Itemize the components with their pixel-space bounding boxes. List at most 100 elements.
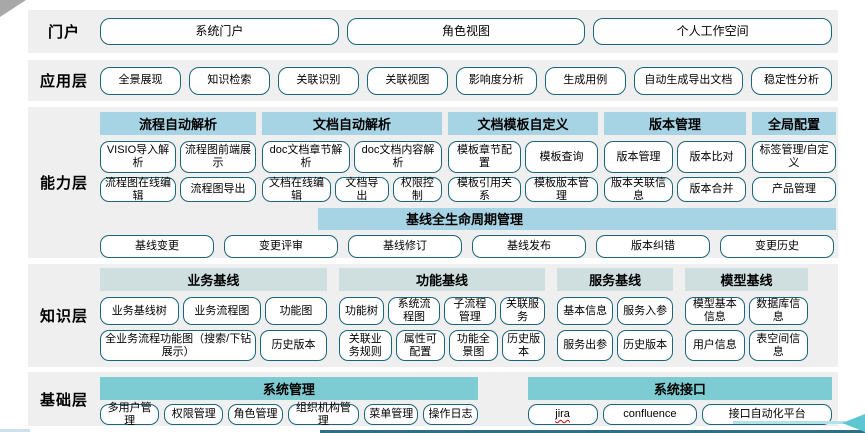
- feature-box: 表空间信息: [748, 330, 809, 361]
- feature-box: 组织机构管理: [287, 402, 360, 427]
- feature-box: 文档在线编辑: [262, 177, 331, 202]
- lifecycle-box: 基线修订: [348, 234, 462, 258]
- feature-box: 菜单管理: [364, 404, 419, 425]
- bottom-border-line: [320, 430, 865, 433]
- layer-band-knowledge: 知识层 业务基线 业务基线树 业务流程图 功能图 全业务流程功能图（搜索/下钻展…: [28, 264, 838, 367]
- feature-box: 流程图在线编辑: [100, 177, 176, 202]
- feature-box: 版本合并: [677, 177, 746, 202]
- portal-buttons: 系统门户 角色视图 个人工作空间: [100, 10, 838, 53]
- feature-box: 服务出参: [557, 330, 614, 361]
- feature-box: 属性可配置: [395, 330, 445, 361]
- feature-box: 流程图导出: [180, 177, 256, 202]
- portal-box-system-portal: 系统门户: [100, 18, 339, 45]
- group-system-mgmt: 系统管理 多用户管理 权限管理 角色管理 组织机构管理 菜单管理 操作日志: [100, 377, 478, 427]
- app-box: 稳定性分析: [751, 66, 832, 95]
- group-version-mgmt: 版本管理 版本管理 版本比对 版本关联信息 版本合并: [604, 112, 746, 202]
- feature-box: 版本关联信息: [604, 177, 673, 202]
- feature-box: 版本比对: [677, 141, 746, 173]
- interface-box-confluence: confluence: [602, 404, 698, 425]
- group-process-auto-parse: 流程自动解析 VISIO导入解析 流程图前端展示 流程图在线编辑 流程图导出: [100, 112, 256, 202]
- group-header: 版本管理: [604, 112, 746, 135]
- feature-box: 功能全景图: [448, 330, 498, 361]
- app-box: 生成用例: [544, 66, 626, 95]
- app-box: 自动生成导出文档: [633, 66, 744, 95]
- feature-box: 版本管理: [604, 141, 673, 173]
- feature-box: 模板版本管理: [525, 177, 598, 202]
- interface-box-api-automation: 接口自动化平台: [702, 404, 832, 425]
- capability-groups: 流程自动解析 VISIO导入解析 流程图前端展示 流程图在线编辑 流程图导出 文…: [100, 112, 836, 202]
- left-arrow-line: [733, 421, 845, 424]
- group-header: 文档模板自定义: [448, 112, 598, 135]
- feature-box: 模板章节配置: [448, 141, 521, 173]
- feature-box: VISIO导入解析: [100, 141, 176, 173]
- feature-box: 系统流程图: [388, 297, 440, 325]
- feature-box: 功能图: [265, 297, 327, 325]
- feature-box: 业务基线树: [100, 297, 179, 325]
- feature-box: 关联服务: [499, 297, 546, 325]
- feature-box: 子流程管理: [443, 297, 496, 325]
- feature-box: 模板查询: [525, 141, 598, 173]
- lifecycle-box: 版本纠错: [596, 234, 710, 258]
- app-box: 影响度分析: [455, 66, 537, 95]
- knowledge-groups: 业务基线 业务基线树 业务流程图 功能图 全业务流程功能图（搜索/下钻展示） 历…: [100, 268, 809, 361]
- feature-box: 多用户管理: [100, 402, 160, 427]
- feature-box: 功能树: [338, 297, 385, 325]
- group-doc-template-custom: 文档模板自定义 模板章节配置 模板查询 模板引用关系 模板版本管理: [448, 112, 598, 202]
- group-global-config: 全局配置 标签管理/自定义 产品管理: [752, 112, 836, 202]
- knowledge-content: 业务基线 业务基线树 业务流程图 功能图 全业务流程功能图（搜索/下钻展示） 历…: [100, 264, 838, 367]
- group-model-baseline: 模型基线 模型基本信息 数据库信息 用户信息 表空间信息: [685, 268, 809, 361]
- feature-box: 全业务流程功能图（搜索/下钻展示）: [100, 330, 257, 361]
- feature-box: 模型基本信息: [685, 297, 745, 325]
- feature-box: 基本信息: [557, 297, 614, 325]
- feature-box: doc文档章节解析: [262, 141, 350, 173]
- layer-label-portal: 门户: [47, 24, 80, 41]
- group-function-baseline: 功能基线 功能树 系统流程图 子流程管理 关联服务 关联业务规则 属性可配置 功…: [338, 268, 546, 361]
- lifecycle-header: 基线全生命周期管理: [318, 208, 836, 230]
- layer-label-application: 应用层: [39, 73, 88, 90]
- feature-box: 服务入参: [617, 297, 674, 325]
- feature-box: 文档导出: [334, 177, 389, 202]
- lifecycle-buttons: 基线变更 变更评审 基线修订 基线发布 版本纠错 变更历史: [100, 234, 836, 258]
- app-box: 关联识别: [277, 66, 359, 95]
- feature-box: 权限管理: [164, 404, 224, 425]
- layer-label-knowledge: 知识层: [39, 308, 88, 325]
- feature-box: 历史版本: [260, 330, 327, 361]
- capability-content: 流程自动解析 VISIO导入解析 流程图前端展示 流程图在线编辑 流程图导出 文…: [100, 107, 838, 258]
- group-header: 模型基线: [685, 268, 808, 291]
- feature-box: 角色管理: [228, 404, 283, 425]
- jira-label: jira: [555, 408, 570, 421]
- group-header: 系统管理: [100, 377, 478, 400]
- lifecycle-box: 变更历史: [720, 234, 834, 258]
- group-header: 业务基线: [100, 268, 327, 291]
- group-header: 全局配置: [752, 112, 836, 135]
- application-buttons: 全景展现 知识检索 关联识别 关联视图 影响度分析 生成用例 自动生成导出文档 …: [100, 60, 838, 101]
- feature-box: 历史版本: [501, 330, 546, 361]
- feature-box: 用户信息: [685, 330, 745, 361]
- foundation-content: 系统管理 多用户管理 权限管理 角色管理 组织机构管理 菜单管理 操作日志 系统…: [100, 372, 838, 427]
- lifecycle-box: 变更评审: [224, 234, 338, 258]
- portal-box-personal-workspace: 个人工作空间: [593, 18, 833, 45]
- interface-box-jira: jira: [527, 404, 598, 425]
- layer-band-application: 应用层 全景展现 知识检索 关联识别 关联视图 影响度分析 生成用例 自动生成导…: [28, 60, 838, 101]
- feature-box: 数据库信息: [748, 297, 809, 325]
- group-doc-auto-parse: 文档自动解析 doc文档章节解析 doc文档内容解析 文档在线编辑 文档导出 权…: [262, 112, 442, 202]
- group-header: 功能基线: [338, 268, 546, 291]
- layer-band-portal: 门户 系统门户 角色视图 个人工作空间: [28, 10, 838, 53]
- lifecycle-box: 基线变更: [100, 234, 214, 258]
- feature-box: 关联业务规则: [338, 330, 392, 361]
- lifecycle-box: 基线发布: [472, 234, 586, 258]
- group-header: 服务基线: [557, 268, 674, 291]
- group-business-baseline: 业务基线 业务基线树 业务流程图 功能图 全业务流程功能图（搜索/下钻展示） 历…: [100, 268, 327, 361]
- feature-box: 权限控制: [392, 177, 442, 202]
- corner-fold-decoration: [0, 0, 26, 17]
- feature-box: doc文档内容解析: [354, 141, 442, 173]
- feature-box: 流程图前端展示: [180, 141, 256, 173]
- feature-box: 操作日志: [423, 404, 478, 425]
- feature-box: 标签管理/自定义: [752, 141, 836, 173]
- layer-band-capability: 能力层 流程自动解析 VISIO导入解析 流程图前端展示 流程图在线编辑 流程图…: [28, 107, 838, 258]
- portal-box-role-view: 角色视图: [346, 18, 586, 45]
- group-header: 系统接口: [527, 377, 832, 400]
- app-box: 全景展现: [100, 66, 181, 95]
- feature-box: 历史版本: [617, 330, 674, 361]
- group-service-baseline: 服务基线 基本信息 服务入参 服务出参 历史版本: [557, 268, 674, 361]
